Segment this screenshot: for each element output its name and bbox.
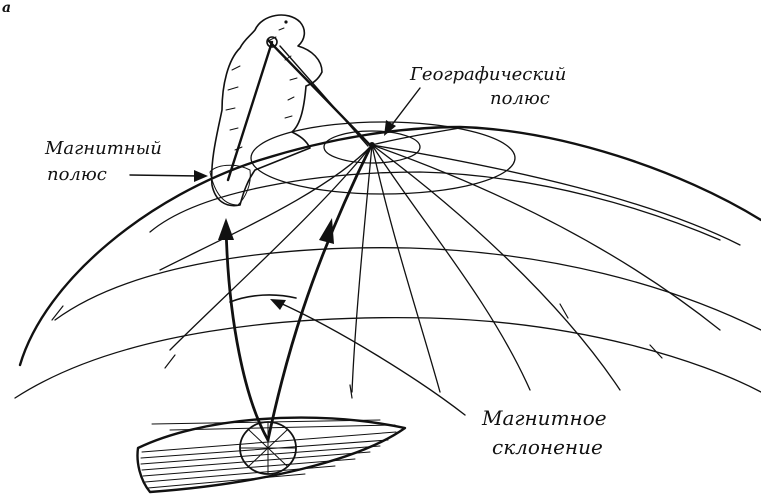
arrow-to-geographic-pole — [268, 148, 370, 440]
geographic-pole-label-line2: полюс — [490, 88, 550, 109]
declination-label-line1: Магнитное — [481, 406, 607, 430]
declination-pointer — [278, 302, 465, 415]
declination-angle-arc — [230, 295, 296, 302]
arrow-icon — [319, 218, 334, 244]
magnetic-pole-label: Магнитный полюс — [44, 138, 208, 185]
declination-label-line2: склонение — [492, 435, 603, 459]
geographic-pole-label-line1: Географический — [409, 64, 566, 85]
magnetic-pole-label-line1: Магнитный — [44, 138, 162, 159]
magnetic-pole-pointer — [130, 175, 200, 176]
arrow-icon — [218, 218, 234, 240]
figure-corner-letter: a — [2, 0, 11, 16]
arrow-to-magnetic-pole — [226, 225, 268, 440]
compass-icon — [240, 422, 296, 474]
geographic-pole-label: Географический полюс — [384, 64, 566, 136]
polar-bear-icon — [210, 15, 370, 206]
globe-outline — [20, 127, 761, 365]
magnetic-pole-label-line2: полюс — [47, 164, 107, 185]
declination-label: Магнитное склонение — [481, 406, 607, 459]
geographic-pole-pointer — [388, 88, 420, 130]
globe — [15, 122, 761, 398]
latitude-circle-5 — [15, 318, 761, 398]
